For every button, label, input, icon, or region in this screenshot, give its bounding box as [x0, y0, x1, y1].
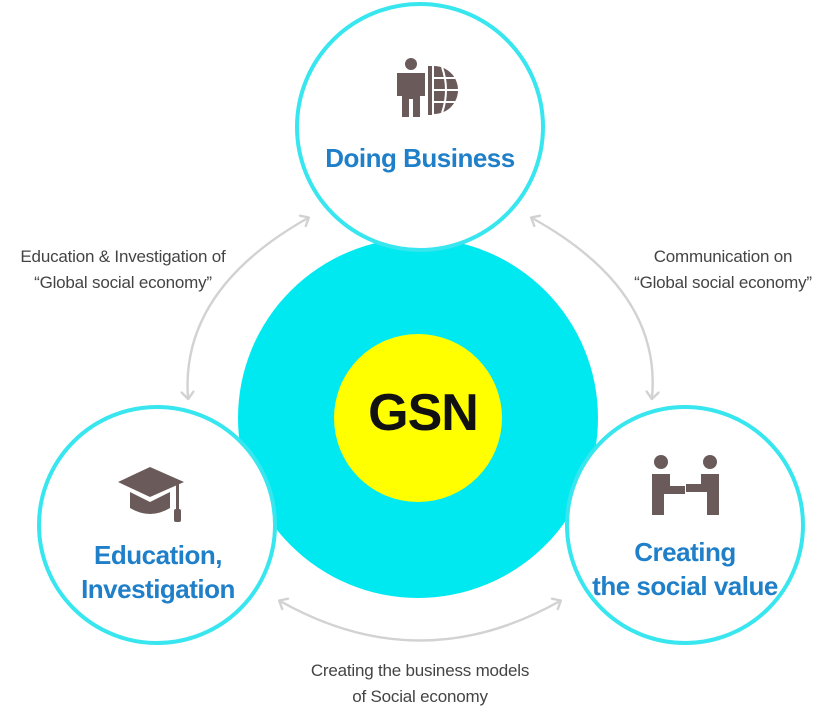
node-top-circle: [295, 2, 545, 252]
node-right-circle: [565, 405, 805, 645]
connector-bottom-label: Creating the business models of Social e…: [270, 658, 570, 710]
handshake-icon: [652, 455, 719, 515]
gsn-center-label: GSN: [368, 384, 479, 442]
node-right-title-line: the social value: [592, 571, 778, 601]
node-right-title: Creating the social value: [565, 535, 805, 603]
connector-bottom-line: Creating the business models: [310, 661, 530, 680]
node-left-title: Education, Investigation: [42, 538, 274, 606]
node-left-title-line: Education,: [94, 540, 222, 570]
businessman-globe-icon: [397, 58, 458, 117]
node-left-title-line: Investigation: [81, 574, 235, 604]
connector-right-line: “Global social economy”: [634, 273, 812, 292]
connector-left-line: Education & Investigation of: [20, 247, 226, 266]
connector-left-label: Education & Investigation of “Global soc…: [0, 244, 246, 296]
arrow-right: [532, 218, 653, 398]
arrow-bottom: [280, 601, 560, 642]
connector-right-label: Communication on “Global social economy”: [606, 244, 840, 296]
gsn-center-circle: [334, 334, 502, 502]
node-right-title-line: Creating: [634, 537, 736, 567]
node-top-title: Doing Business: [325, 143, 515, 173]
connector-bottom-line: of Social economy: [352, 687, 488, 706]
graduation-cap-icon: [118, 467, 184, 522]
connector-right-line: Communication on: [653, 247, 793, 266]
connector-left-line: “Global social economy”: [34, 273, 212, 292]
node-left-circle: [37, 405, 277, 645]
arrow-left: [188, 218, 308, 398]
